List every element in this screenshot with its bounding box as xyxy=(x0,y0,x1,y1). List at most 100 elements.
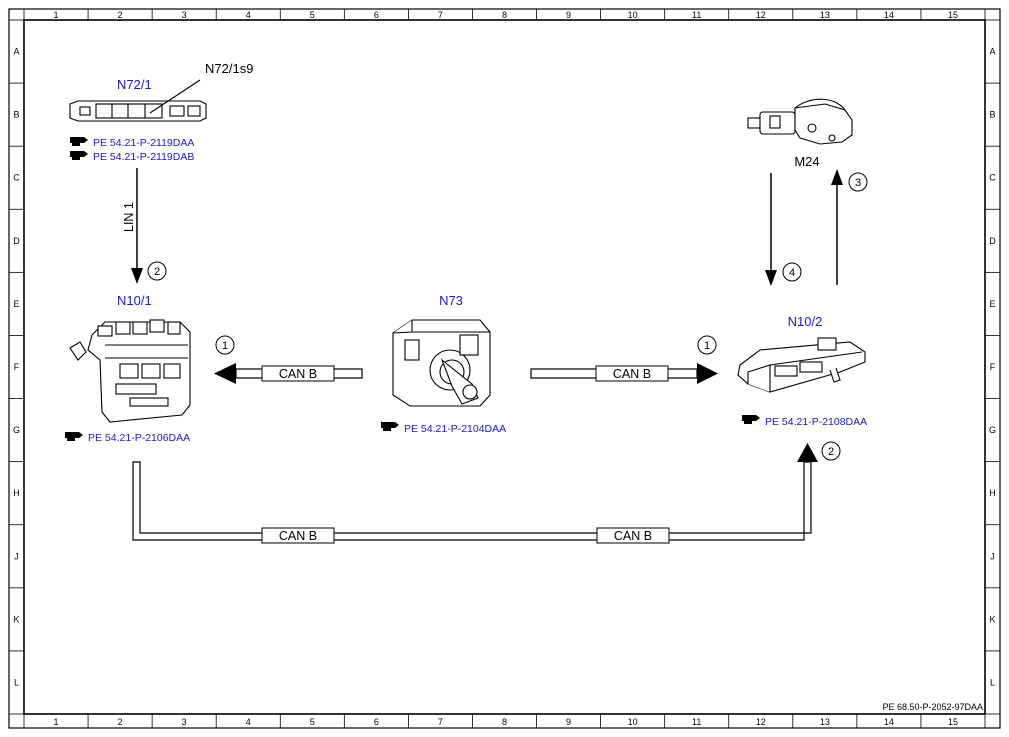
column-label: 15 xyxy=(948,10,958,20)
n10-1-label: N10/1 xyxy=(117,293,152,308)
n72-1-ref-1: PE 54.21-P-2119DAA xyxy=(93,137,194,149)
row-label: G xyxy=(13,425,20,435)
m24-down-arrow xyxy=(765,173,777,286)
row-ticks xyxy=(9,19,1000,715)
column-label: 5 xyxy=(310,10,315,20)
can-b-right-arrow xyxy=(530,363,718,384)
row-label: H xyxy=(989,488,996,498)
column-label: 6 xyxy=(374,10,379,20)
can-b-left-label: CAN B xyxy=(279,367,317,381)
row-labels-left: A B C D E F G H J K L xyxy=(13,47,20,688)
column-label: 11 xyxy=(692,717,701,727)
column-label: 1 xyxy=(54,10,59,20)
column-label: 10 xyxy=(628,717,638,727)
column-label: 3 xyxy=(182,10,187,20)
row-label: D xyxy=(13,236,20,246)
step-2-badge-right: 2 xyxy=(821,441,841,461)
column-label: 13 xyxy=(820,717,830,727)
row-label: C xyxy=(13,173,20,183)
can-b-bottom-path xyxy=(132,443,818,544)
can-b-left-arrow xyxy=(214,363,363,384)
row-label: A xyxy=(989,47,995,57)
m24-label: M24 xyxy=(794,154,819,169)
n73-ignition-switch-drawing xyxy=(392,319,491,407)
row-label: K xyxy=(989,614,995,624)
row-label: E xyxy=(989,299,995,309)
step-3-text: 3 xyxy=(855,177,861,189)
step-1-left-text: 1 xyxy=(222,340,228,352)
n72-1-label: N72/1 xyxy=(117,77,152,92)
column-label: 11 xyxy=(692,10,701,20)
pointing-hand-icon xyxy=(70,151,88,160)
n10-1-module-drawing xyxy=(69,319,191,423)
row-label: E xyxy=(13,299,19,309)
row-label: J xyxy=(990,551,995,561)
pointing-hand-icon xyxy=(70,137,88,146)
row-labels-right: A B C D E F G H J K L xyxy=(989,47,996,688)
column-label: 6 xyxy=(374,717,379,727)
can-b-right-label: CAN B xyxy=(613,367,651,381)
pointing-hand-icon xyxy=(742,415,760,424)
column-label: 10 xyxy=(628,10,638,20)
row-label: D xyxy=(989,236,996,246)
lin-arrow xyxy=(131,168,143,284)
m24-motor-drawing xyxy=(747,98,853,145)
column-label: 14 xyxy=(884,10,894,20)
column-label: 4 xyxy=(246,10,251,20)
row-label: K xyxy=(13,614,19,624)
n72-1-ref-2: PE 54.21-P-2119DAB xyxy=(93,151,194,163)
column-label: 9 xyxy=(566,10,571,20)
row-label: H xyxy=(13,488,20,498)
column-label: 8 xyxy=(502,717,507,727)
n10-2-label: N10/2 xyxy=(788,314,823,329)
row-label: B xyxy=(13,110,19,120)
column-label: 9 xyxy=(566,717,571,727)
column-label: 2 xyxy=(118,717,123,727)
row-label: F xyxy=(990,362,996,372)
row-label: G xyxy=(989,425,996,435)
column-label: 4 xyxy=(246,717,251,727)
step-2-right-text: 2 xyxy=(828,446,834,458)
n10-2-module-drawing xyxy=(737,337,866,393)
n73-ref: PE 54.21-P-2104DAA xyxy=(404,423,506,435)
step-1-badge-right: 1 xyxy=(697,335,717,355)
pointing-hand-icon xyxy=(381,422,399,431)
row-label: L xyxy=(14,677,19,687)
step-2-badge-left: 2 xyxy=(147,261,167,281)
n10-1-ref: PE 54.21-P-2106DAA xyxy=(88,432,190,444)
n10-2-ref: PE 54.21-P-2108DAA xyxy=(765,416,867,428)
drawing-frame xyxy=(8,8,1001,729)
document-id: PE 68.50-P-2052-97DAA xyxy=(882,702,983,712)
column-label: 7 xyxy=(438,10,443,20)
column-label: 12 xyxy=(756,10,766,20)
column-label: 14 xyxy=(884,717,894,727)
row-label: L xyxy=(990,677,995,687)
column-label: 3 xyxy=(182,717,187,727)
row-label: F xyxy=(14,362,20,372)
row-label: B xyxy=(989,110,995,120)
step-1-badge-left: 1 xyxy=(215,335,235,355)
row-label: C xyxy=(989,173,996,183)
column-label: 8 xyxy=(502,10,507,20)
column-label: 2 xyxy=(118,10,123,20)
can-b-bottom-right-label: CAN B xyxy=(614,529,652,543)
column-label: 5 xyxy=(310,717,315,727)
lin-label: LIN 1 xyxy=(122,202,136,232)
column-ticks xyxy=(23,9,986,728)
step-1-right-text: 1 xyxy=(704,340,710,352)
n72-1-control-panel-drawing xyxy=(69,79,207,122)
pointing-hand-icon xyxy=(65,432,83,441)
column-label: 12 xyxy=(756,717,766,727)
step-2-left-text: 2 xyxy=(154,266,160,278)
row-label: A xyxy=(13,47,19,57)
step-3-badge: 3 xyxy=(848,172,868,192)
can-b-bottom-left-label: CAN B xyxy=(279,529,317,543)
n73-label: N73 xyxy=(439,293,463,308)
m24-up-arrow xyxy=(831,169,843,285)
row-label: J xyxy=(14,551,19,561)
column-label: 1 xyxy=(54,717,59,727)
step-4-text: 4 xyxy=(789,267,795,279)
column-label: 7 xyxy=(438,717,443,727)
